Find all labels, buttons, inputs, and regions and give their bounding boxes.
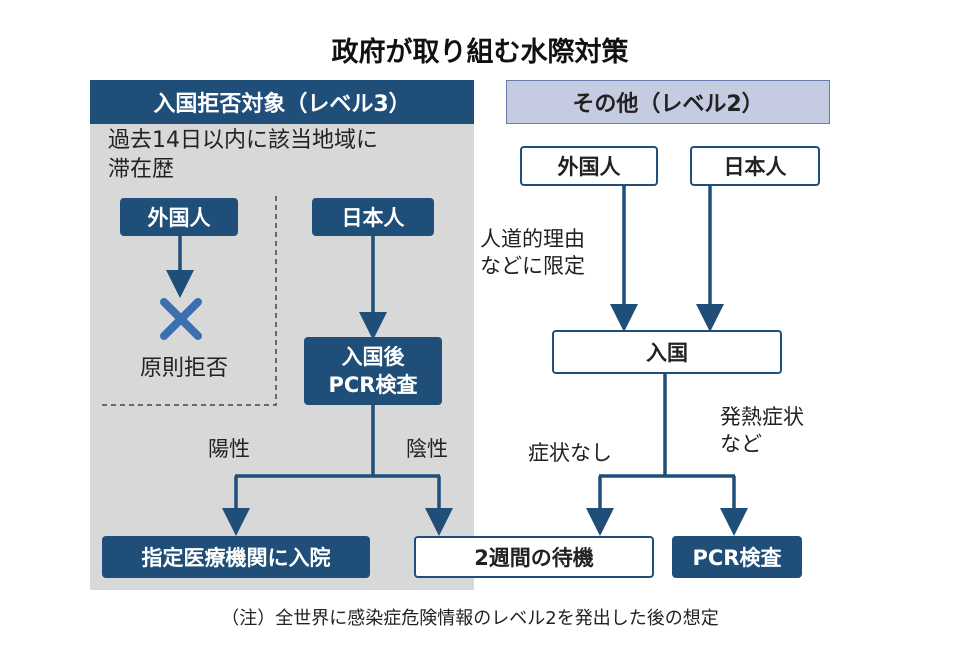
fever-text: 発熱症状 など <box>720 404 804 458</box>
hospital-box: 指定医療機関に入院 <box>102 536 370 578</box>
pcr-line-1: 入国後 <box>341 345 405 369</box>
limit-text: 人道的理由 などに限定 <box>480 226 585 280</box>
condition-text: 過去14日以内に該当地域に 滞在歴 <box>108 126 468 184</box>
limit-line-2: などに限定 <box>480 254 585 278</box>
right-foreigner-box: 外国人 <box>520 146 658 186</box>
left-foreigner-box: 外国人 <box>120 198 238 236</box>
fever-line-2: など <box>720 432 762 456</box>
dashed-separator <box>98 196 277 406</box>
diagram-title: 政府が取り組む水際対策 <box>331 37 629 68</box>
left-pcr-box: 入国後 PCR検査 <box>304 337 442 405</box>
negative-label: 陰性 <box>406 437 448 461</box>
left-panel-background <box>90 80 474 590</box>
right-pcr-box: PCR検査 <box>672 536 802 578</box>
condition-line-1: 過去14日以内に該当地域に <box>108 128 378 153</box>
pcr-line-2: PCR検査 <box>328 373 418 397</box>
limit-line-1: 人道的理由 <box>480 227 585 251</box>
right-header: その他（レベル2） <box>506 80 830 124</box>
deny-cross-icon <box>160 298 202 340</box>
left-header: 入国拒否対象（レベル3） <box>90 80 474 124</box>
condition-line-2: 滞在歴 <box>108 157 175 182</box>
left-japanese-box: 日本人 <box>312 198 434 236</box>
entry-box: 入国 <box>552 330 782 374</box>
positive-label: 陽性 <box>208 437 250 461</box>
wait-box: 2週間の待機 <box>414 536 654 578</box>
fever-line-1: 発熱症状 <box>720 405 804 429</box>
footnote: （注）全世界に感染症危険情報のレベル2を発出した後の想定 <box>221 608 719 629</box>
no-symptoms-label: 症状なし <box>528 441 612 465</box>
right-japanese-box: 日本人 <box>690 146 820 186</box>
deny-label: 原則拒否 <box>139 356 228 381</box>
